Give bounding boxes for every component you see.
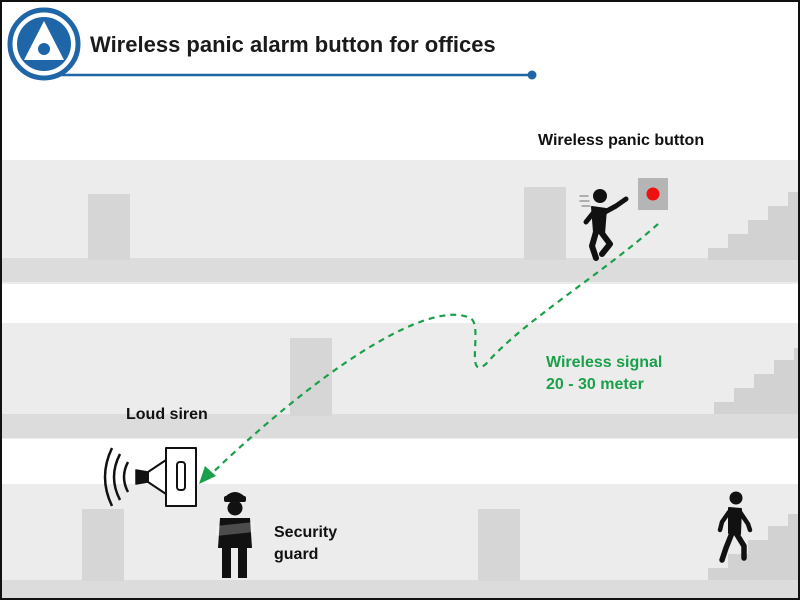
wireless-signal-label: Wireless signal 20 - 30 meter bbox=[546, 352, 662, 396]
triangle-logo-icon bbox=[7, 7, 81, 81]
security-guard-label: Security guard bbox=[274, 522, 337, 566]
wall-block bbox=[478, 509, 520, 581]
security-guard-icon bbox=[216, 492, 254, 578]
floor-slab-top bbox=[2, 258, 798, 282]
signal-label-line-1: Wireless signal bbox=[546, 354, 663, 371]
page-title: Wireless panic alarm button for offices bbox=[90, 32, 496, 57]
siren-label: Loud siren bbox=[126, 406, 208, 423]
walking-person-icon bbox=[717, 491, 753, 563]
wall-block bbox=[82, 509, 124, 581]
guard-label-line-2: guard bbox=[274, 546, 319, 563]
signal-arrowhead bbox=[199, 466, 216, 484]
stairs-icon bbox=[708, 192, 798, 260]
running-person-icon bbox=[579, 189, 629, 261]
signal-label-line-2: 20 - 30 meter bbox=[546, 376, 644, 393]
wall-block bbox=[524, 187, 566, 260]
stairs-icon bbox=[708, 514, 798, 580]
floor-slab-middle bbox=[2, 414, 798, 438]
siren-speaker-icon bbox=[103, 447, 197, 507]
red-push-button-icon bbox=[638, 178, 668, 210]
floor-band-bottom bbox=[2, 484, 798, 598]
guard-label-line-1: Security bbox=[274, 524, 338, 541]
title-underline-dot bbox=[527, 70, 537, 80]
floor-slab-bottom bbox=[2, 580, 798, 598]
panic-button-label: Wireless panic button bbox=[538, 132, 705, 149]
wall-block bbox=[88, 194, 130, 260]
stairs-icon bbox=[714, 348, 798, 414]
